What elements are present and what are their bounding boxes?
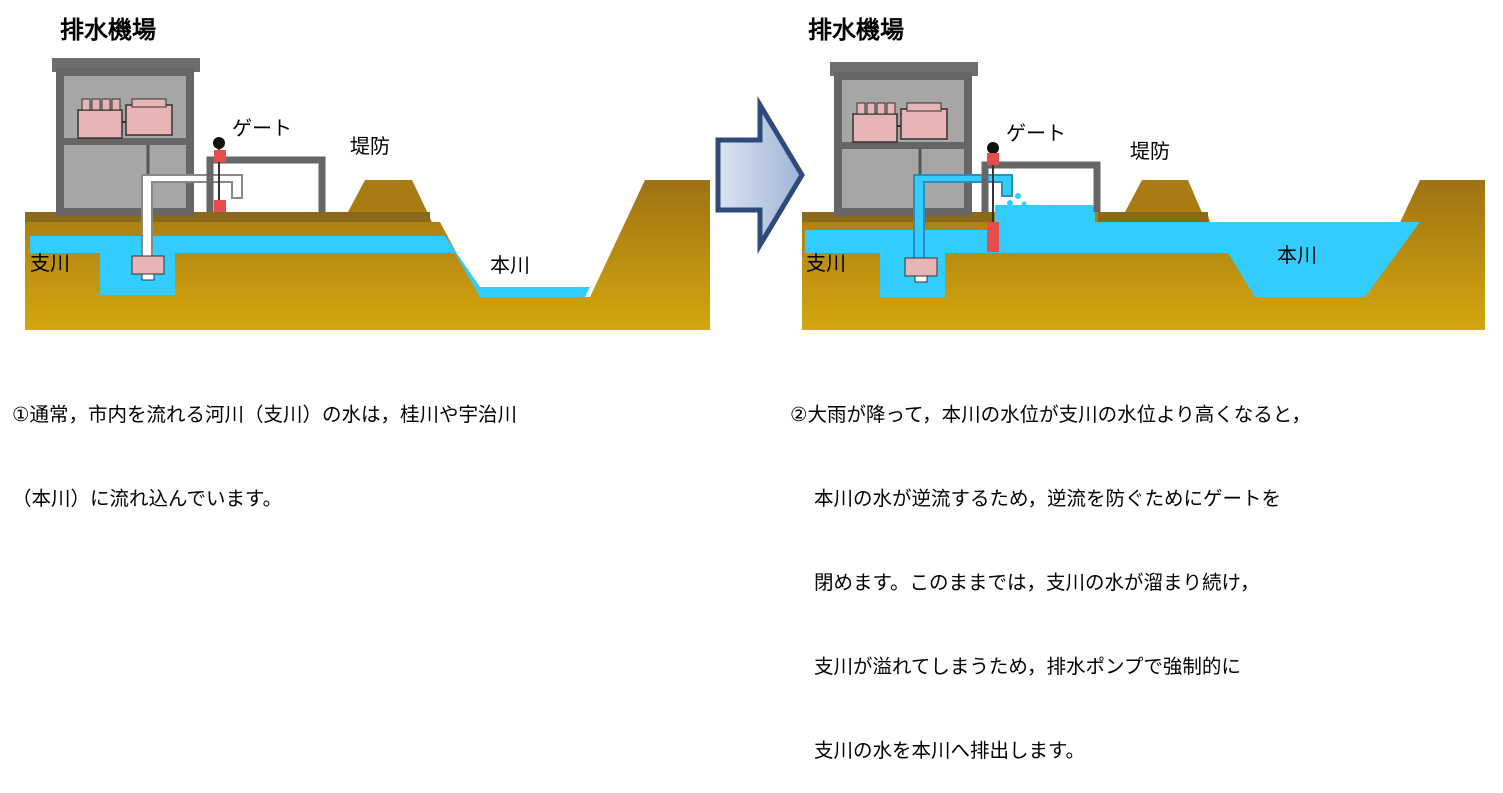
levee [1125, 180, 1206, 222]
levee [348, 180, 432, 222]
tributary-water [805, 230, 995, 297]
station-floor [842, 142, 964, 149]
ground-top [802, 212, 992, 222]
pump-unit [131, 255, 165, 275]
station-label: 排水機場 [60, 16, 156, 44]
caption-line: 支川が溢れてしまうため，排水ポンプで強制的に [814, 655, 1241, 678]
caption-line: （本川）に流れ込んでいます。 [12, 487, 283, 510]
caption-line: ①通常，市内を流れる河川（支川）の水は，桂川や宇治川 [12, 403, 517, 426]
water-splash [1001, 193, 1027, 211]
transition-arrow [715, 95, 805, 255]
diagram-canvas: 排水機場 ゲート 堤防 支川 本川 [25, 16, 1485, 330]
caption-line: 閉めます。このままでは，支川の水が溜まり続け， [814, 571, 1260, 594]
main-river-water [995, 205, 1420, 297]
tributary-label: 支川 [30, 251, 70, 275]
gate-handle [987, 142, 999, 154]
levee-label: 堤防 [1130, 139, 1170, 163]
caption-line: ②大雨が降って，本川の水位が支川の水位より高くなると， [790, 403, 1311, 426]
panel-normal: 排水機場 ゲート 堤防 支川 本川 [25, 16, 710, 330]
station-floor [64, 138, 186, 145]
gate [987, 153, 999, 165]
gate-frame [206, 156, 326, 212]
pump-motor [77, 98, 173, 139]
panel-flood: 排水機場 ゲート 堤防 支川 本川 [802, 16, 1485, 330]
caption-line: 支川の水を本川へ排出します。 [814, 739, 1086, 762]
caption-normal: ①通常，市内を流れる河川（支川）の水は，桂川や宇治川 （本川）に流れ込んでいます… [12, 345, 517, 541]
main-river-label: 本川 [1277, 243, 1317, 267]
caption-flood: ②大雨が降って，本川の水位が支川の水位より高くなると， 本川の水が逆流するため，… [790, 345, 1311, 793]
station-label: 排水機場 [808, 16, 904, 44]
gate-frame [981, 161, 1101, 212]
pump-motor [852, 102, 948, 143]
levee-label: 堤防 [350, 134, 390, 158]
ground-top [25, 212, 430, 222]
gate [214, 150, 226, 162]
gate-closed [987, 222, 999, 252]
gate-label: ゲート [232, 116, 292, 140]
tributary-label: 支川 [806, 251, 846, 275]
gate-handle [213, 137, 225, 149]
pump-unit [904, 257, 938, 277]
gate-open [214, 200, 226, 212]
main-river-label: 本川 [490, 253, 530, 277]
caption-line: 本川の水が逆流するため，逆流を防ぐためにゲートを [814, 487, 1282, 510]
gate-label: ゲート [1006, 121, 1066, 145]
